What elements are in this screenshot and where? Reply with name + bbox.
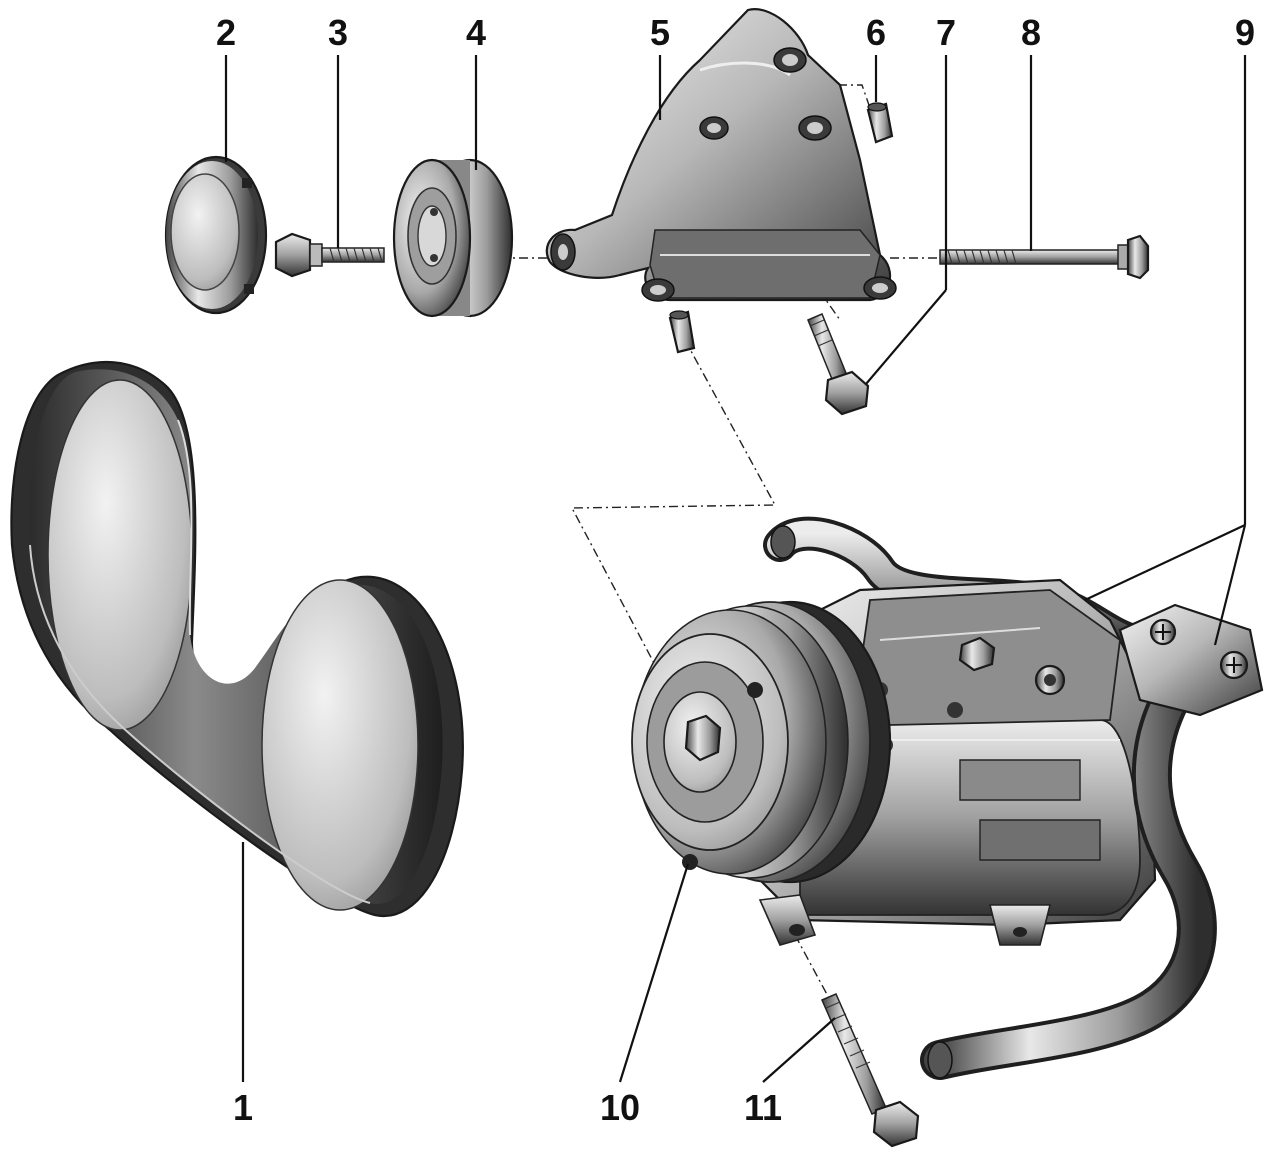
dowel-sleeve-bottom	[668, 310, 696, 354]
callout-1: 1	[233, 1087, 253, 1128]
callout-8: 8	[1021, 12, 1041, 53]
callout-numbers: 1 2 3 4 5 6 7 8 9 10 11	[216, 12, 1255, 1128]
compressor-bracket	[545, 8, 897, 302]
leader-lines	[224, 55, 1247, 1083]
leader-9a	[1084, 524, 1246, 601]
long-bolt	[939, 234, 1150, 280]
tensioner-pulley	[392, 158, 514, 318]
dowel-sleeve-top	[866, 102, 894, 144]
tensioner-bolt	[274, 232, 385, 278]
bracket-bolt	[807, 313, 870, 416]
pulley-cap	[164, 155, 268, 315]
callout-10: 10	[600, 1087, 640, 1128]
leader-11	[762, 1017, 836, 1083]
callout-6: 6	[866, 12, 886, 53]
poly-v-belt	[10, 360, 464, 918]
callout-4: 4	[466, 12, 486, 53]
callout-9: 9	[1235, 12, 1255, 53]
callout-3: 3	[328, 12, 348, 53]
callout-2: 2	[216, 12, 236, 53]
callout-11: 11	[744, 1087, 782, 1128]
leader-9b	[1213, 524, 1247, 646]
callout-5: 5	[650, 12, 670, 53]
callout-7: 7	[936, 12, 956, 53]
ac-compressor	[631, 516, 1264, 1080]
compressor-mounting-bolt	[821, 993, 920, 1148]
leader-10	[618, 863, 690, 1083]
leader-7b	[865, 289, 947, 385]
